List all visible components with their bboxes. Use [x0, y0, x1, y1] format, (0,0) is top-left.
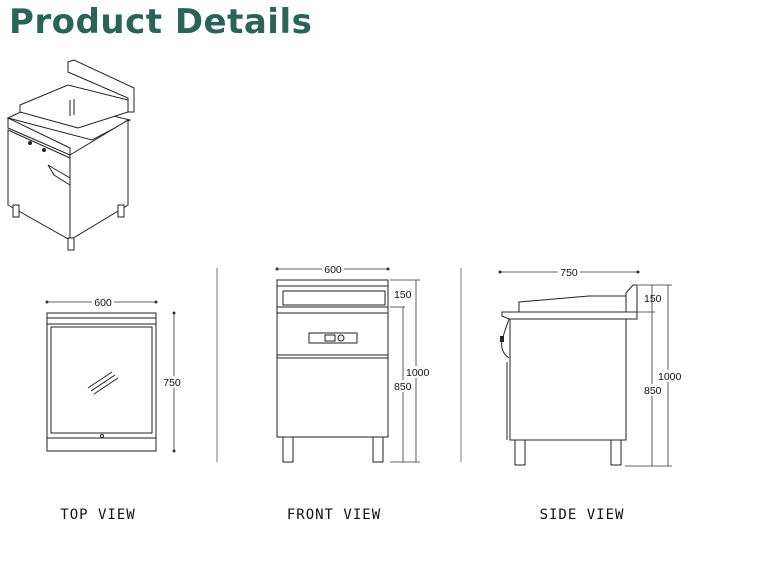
front-view: 600 150 850 1000 FRONT VIEW [275, 263, 430, 523]
dimension-width: 600 [324, 264, 342, 276]
dimension-total-height: 1000 [658, 371, 682, 383]
isometric-view [6, 59, 135, 251]
dimension-width: 600 [94, 297, 112, 309]
top-view: 600 750 TOP VIEW [45, 296, 185, 523]
page-title: Product Details [9, 2, 313, 42]
side-view: 750 150 850 1000 SIDE VIEW [498, 266, 682, 523]
dimension-worktop-height: 850 [644, 385, 662, 397]
dimension-upstand: 150 [394, 289, 412, 301]
dimension-upstand: 150 [644, 293, 662, 305]
dimension-worktop-height: 850 [394, 381, 412, 393]
dimension-depth: 750 [560, 267, 578, 279]
dimension-depth: 750 [163, 377, 181, 389]
dimension-total-height: 1000 [406, 367, 430, 379]
view-label: FRONT VIEW [287, 507, 381, 523]
view-label: SIDE VIEW [540, 507, 625, 523]
view-label: TOP VIEW [60, 507, 135, 523]
